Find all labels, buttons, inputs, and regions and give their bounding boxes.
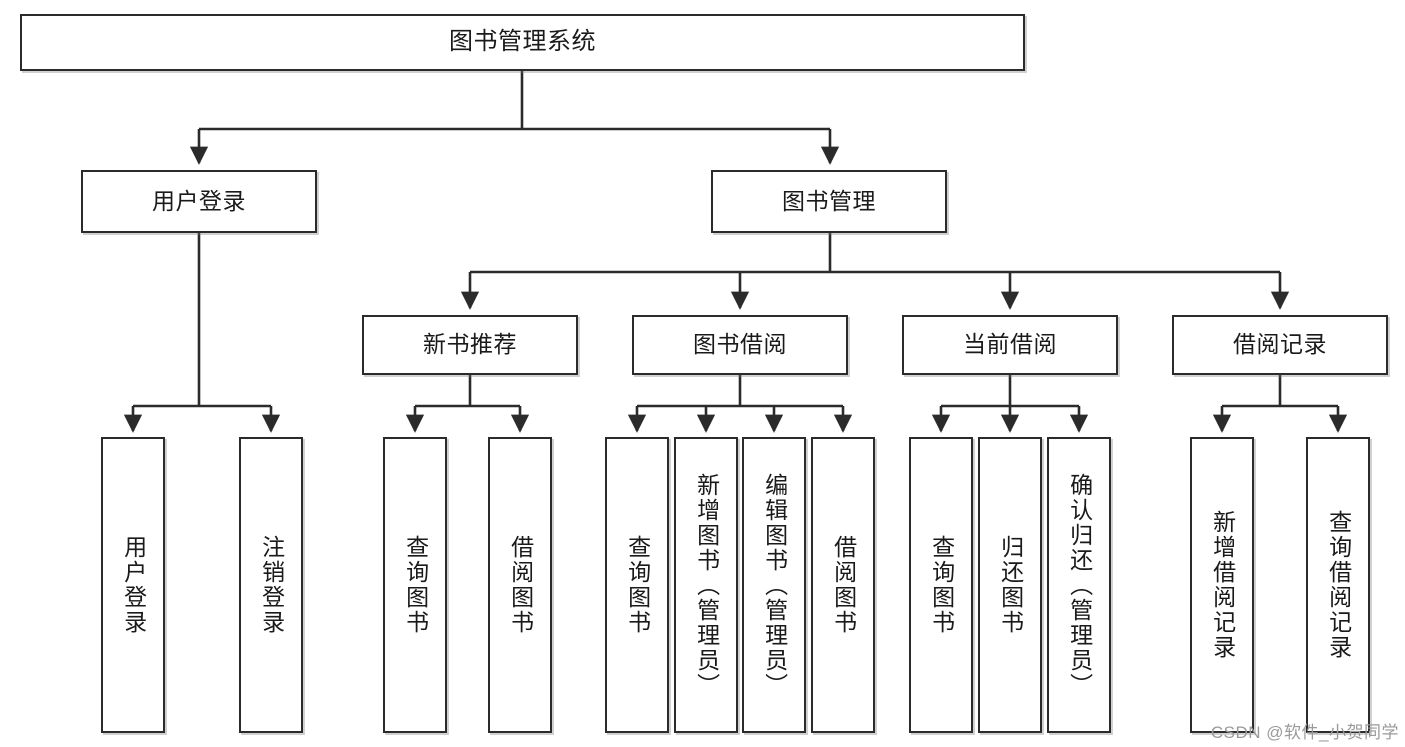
node-leaf-return-book-label: 归还图书: [997, 535, 1024, 635]
node-leaf-borrow-book-1-label: 借阅图书: [507, 535, 534, 635]
node-leaf-query-book-2[interactable]: 查询图书: [605, 437, 669, 733]
node-leaf-add-record[interactable]: 新增借阅记录: [1190, 437, 1254, 733]
node-leaf-query-book-1[interactable]: 查询图书: [383, 437, 447, 733]
node-book-borrow-label: 图书借阅: [693, 331, 787, 358]
node-leaf-logout-login[interactable]: 注销登录: [239, 437, 303, 733]
node-leaf-borrow-book-2[interactable]: 借阅图书: [811, 437, 875, 733]
node-book-manage[interactable]: 图书管理: [711, 170, 947, 233]
node-leaf-confirm-return[interactable]: 确认归还（管理员）: [1047, 437, 1111, 733]
node-leaf-confirm-return-label: 确认归还（管理员）: [1066, 472, 1093, 698]
node-leaf-edit-book[interactable]: 编辑图书（管理员）: [742, 437, 806, 733]
node-leaf-borrow-book-2-label: 借阅图书: [830, 535, 857, 635]
node-new-book-recommend-label: 新书推荐: [423, 331, 517, 358]
node-leaf-query-book-3[interactable]: 查询图书: [909, 437, 973, 733]
node-leaf-add-book[interactable]: 新增图书（管理员）: [674, 437, 738, 733]
node-leaf-add-record-label: 新增借阅记录: [1209, 510, 1236, 660]
node-leaf-user-login[interactable]: 用户登录: [101, 437, 165, 733]
node-leaf-edit-book-label: 编辑图书（管理员）: [761, 472, 788, 698]
node-leaf-add-book-label: 新增图书（管理员）: [693, 472, 720, 698]
node-user-login[interactable]: 用户登录: [81, 170, 317, 233]
node-leaf-borrow-book-1[interactable]: 借阅图书: [488, 437, 552, 733]
node-leaf-query-record-label: 查询借阅记录: [1325, 510, 1352, 660]
node-root[interactable]: 图书管理系统: [20, 14, 1025, 71]
node-leaf-return-book[interactable]: 归还图书: [978, 437, 1042, 733]
node-current-borrow[interactable]: 当前借阅: [902, 315, 1118, 375]
node-leaf-query-book-3-label: 查询图书: [928, 535, 955, 635]
node-new-book-recommend[interactable]: 新书推荐: [362, 315, 578, 375]
node-user-login-label: 用户登录: [152, 187, 246, 214]
node-book-borrow[interactable]: 图书借阅: [632, 315, 848, 375]
node-borrow-record-label: 借阅记录: [1233, 331, 1327, 358]
watermark: CSDN @软件_小贺同学: [1210, 723, 1399, 742]
node-root-label: 图书管理系统: [449, 28, 596, 56]
node-leaf-user-login-label: 用户登录: [120, 535, 147, 635]
node-leaf-query-book-2-label: 查询图书: [624, 535, 651, 635]
node-borrow-record[interactable]: 借阅记录: [1172, 315, 1388, 375]
node-book-manage-label: 图书管理: [782, 187, 876, 214]
node-leaf-query-book-1-label: 查询图书: [402, 535, 429, 635]
node-current-borrow-label: 当前借阅: [963, 331, 1057, 358]
node-leaf-logout-login-label: 注销登录: [258, 535, 285, 635]
node-leaf-query-record[interactable]: 查询借阅记录: [1306, 437, 1370, 733]
